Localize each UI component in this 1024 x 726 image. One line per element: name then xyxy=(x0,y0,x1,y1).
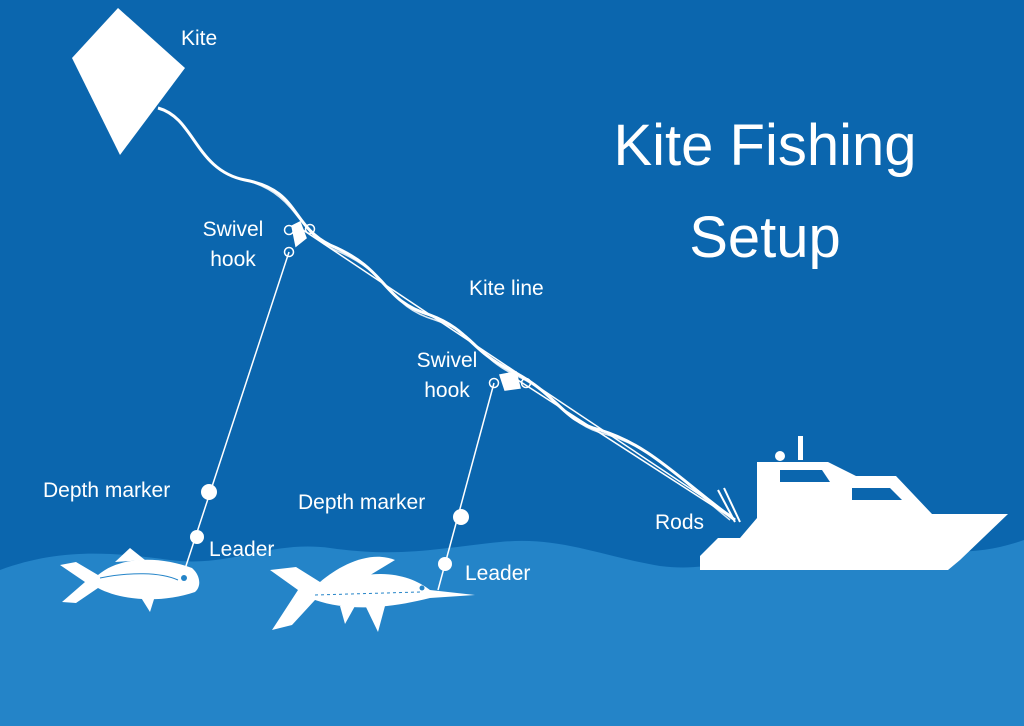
swivel-hook-1-label: Swivel hook xyxy=(196,215,270,276)
leader-1-label: Leader xyxy=(209,538,275,561)
page-title: Kite Fishing Setup xyxy=(585,100,945,284)
swivel-hook-2-label-line-2: hook xyxy=(424,379,470,403)
kite-icon xyxy=(72,8,185,155)
swivel-hook-2-label-line-1: Swivel xyxy=(416,349,478,372)
leader-2-label: Leader xyxy=(465,562,531,585)
leader-1-icon xyxy=(190,530,204,544)
kite-label: Kite xyxy=(181,27,218,50)
swivel-hook-1-label-line-1: Swivel xyxy=(202,218,264,241)
title-line-2: Setup xyxy=(689,205,841,270)
depth-marker-2-icon xyxy=(453,509,469,525)
rod-line-2 xyxy=(509,374,736,521)
depth-marker-1-icon xyxy=(201,484,217,500)
swivel-hook-1-label-line-2: hook xyxy=(210,248,256,272)
boat-icon xyxy=(700,436,1008,570)
drop-line-1 xyxy=(181,251,290,579)
swivel-hook-1-icon xyxy=(283,220,316,258)
kite-line-label: Kite line xyxy=(469,277,544,300)
depth-marker-2-label: Depth marker xyxy=(298,491,426,514)
tuna-icon xyxy=(60,548,200,612)
sea xyxy=(0,540,1024,726)
leader-2-icon xyxy=(438,557,452,571)
marlin-icon xyxy=(270,556,475,632)
swivel-hook-2-icon xyxy=(488,371,532,391)
title-line-1: Kite Fishing xyxy=(613,113,917,178)
depth-marker-1-label: Depth marker xyxy=(43,479,171,502)
rods-label: Rods xyxy=(655,511,705,534)
swivel-hook-2-label: Swivel hook xyxy=(410,346,484,407)
drop-line-2 xyxy=(437,382,495,591)
